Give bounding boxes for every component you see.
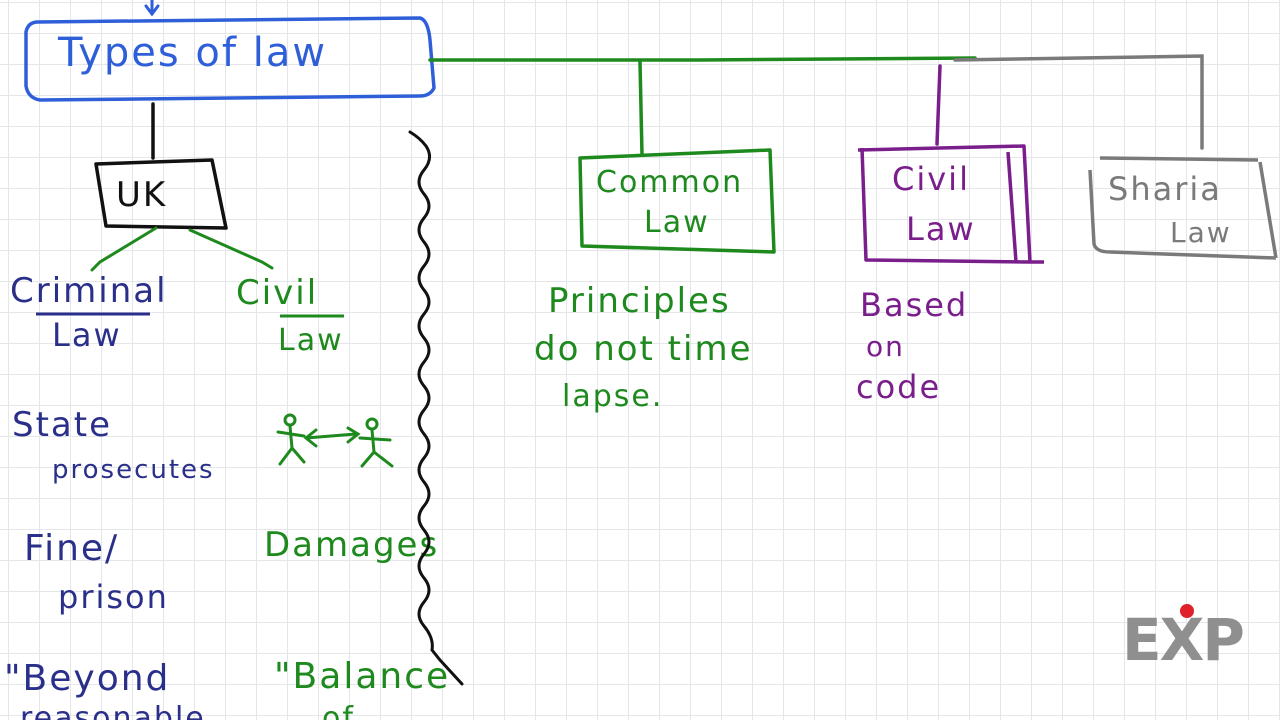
common-law-note-2: do not time (534, 329, 753, 369)
uk-to-civil-branch (188, 228, 274, 270)
uk-node: UK (94, 158, 228, 230)
civil-law-label-2: Law (906, 210, 976, 248)
uk-civil-heading-2: Law (278, 323, 344, 358)
common-law-label-2: Law (644, 205, 710, 240)
uk-civil-law-column: Civil Law Damages "Balance of (236, 273, 450, 720)
civil-law-node: Civil Law (857, 144, 1044, 264)
uk-civil-point-1: Damages (264, 525, 439, 565)
criminal-point-5: "Beyond (4, 658, 170, 699)
uk-civil-point-3: of (322, 701, 355, 720)
title-to-legal-systems-line (428, 56, 977, 62)
common-law-connector (638, 60, 644, 157)
logo-text: EXP (1122, 606, 1243, 674)
logo-red-dot (1180, 604, 1194, 618)
wavy-divider (408, 130, 464, 686)
sharia-connector-line (953, 54, 1204, 150)
criminal-point-3: Fine/ (24, 528, 119, 569)
exp-logo-icon: EXP (1122, 604, 1245, 674)
civil-law-note-2: on (866, 330, 905, 363)
common-law-node: Common Law (578, 148, 776, 254)
civil-law-note-1: Based (860, 286, 968, 324)
criminal-heading-2: Law (52, 316, 122, 354)
civil-law-label-1: Civil (892, 160, 970, 198)
civil-law-note-3: code (856, 368, 941, 406)
uk-to-criminal-branch (90, 226, 158, 272)
criminal-law-column: Criminal Law State prosecutes Fine/ pris… (4, 271, 215, 720)
sharia-law-node: Sharia Law (1088, 156, 1278, 260)
uk-label: UK (116, 175, 167, 215)
sharia-law-label-1: Sharia (1108, 170, 1222, 208)
civil-law-notes: Based on code (856, 286, 968, 406)
civil-law-connector (935, 64, 942, 146)
common-law-note-1: Principles (548, 281, 731, 321)
criminal-point-1: State (12, 405, 112, 445)
common-law-label-1: Common (596, 165, 743, 200)
uk-civil-heading-1: Civil (236, 273, 318, 313)
party-vs-party-icon (276, 413, 394, 468)
title-node: Types of law (24, 16, 436, 102)
criminal-point-2: prosecutes (52, 455, 215, 485)
uk-civil-point-2: "Balance (274, 656, 450, 697)
common-law-notes: Principles do not time lapse. (534, 281, 753, 414)
title-text: Types of law (57, 30, 327, 76)
criminal-point-4: prison (58, 578, 169, 616)
pen-cursor-icon (144, 0, 160, 17)
common-law-note-3: lapse. (562, 379, 663, 414)
sharia-law-label-2: Law (1170, 216, 1232, 249)
criminal-point-6: reasonable (20, 701, 206, 720)
criminal-heading-1: Criminal (10, 271, 168, 311)
